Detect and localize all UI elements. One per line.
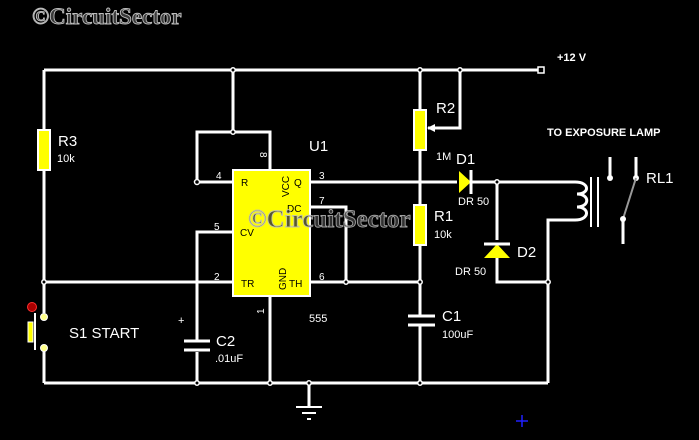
watermark-top: ©CircuitSector	[32, 4, 182, 29]
d1-value: DR 50	[458, 196, 489, 208]
pin-q-name: Q	[294, 178, 302, 189]
s1-label: S1 START	[69, 325, 139, 342]
resistor-r3[interactable]: R3 10k	[37, 129, 77, 171]
pin-vcc-name: VCC	[281, 176, 292, 197]
relay-rl1[interactable]: RL1	[574, 157, 674, 244]
r2-value: 1M	[436, 151, 451, 163]
potentiometer-r2[interactable]: R2 1M	[413, 100, 455, 163]
r3-ref: R3	[58, 133, 77, 150]
d1-ref: D1	[456, 151, 475, 168]
pin-7-number: 7	[319, 196, 325, 207]
r1-value: 10k	[434, 229, 452, 241]
switch-s1[interactable]: S1 START	[27, 302, 140, 352]
c2-polarity: +	[178, 315, 184, 327]
pin-6-number: 6	[319, 272, 325, 283]
c1-ref: C1	[442, 308, 461, 325]
ic-ref: U1	[309, 138, 328, 155]
crosshair-cursor-icon	[516, 415, 528, 427]
d2-ref: D2	[517, 244, 536, 261]
capacitor-c1[interactable]: C1 100uF	[408, 308, 473, 341]
ic-u1[interactable]: U1 555 4 8 3 7 5 2 6 1 R VCC Q DC CV TR …	[214, 138, 328, 325]
capacitor-c2[interactable]: + C2 .01uF	[178, 315, 243, 365]
c2-ref: C2	[216, 333, 235, 350]
pin-5-number: 5	[214, 222, 220, 233]
pin-3-number: 3	[319, 171, 325, 182]
pin-cv-name: CV	[240, 228, 254, 239]
wires	[42, 68, 575, 407]
r1-ref: R1	[434, 208, 453, 225]
pin-th-name: TH	[289, 279, 302, 290]
pin-2-number: 2	[214, 272, 220, 283]
pin-gnd-name: GND	[278, 268, 289, 290]
diode-d2[interactable]: D2 DR 50	[455, 242, 536, 278]
pin-tr-name: TR	[241, 279, 254, 290]
pin-1-number: 1	[256, 308, 267, 314]
resistor-r1[interactable]: R1 10k	[413, 204, 453, 246]
pin-r-name: R	[241, 178, 248, 189]
supply-label: +12 V	[557, 52, 587, 64]
pin-4-number: 4	[216, 171, 222, 182]
c2-value: .01uF	[215, 353, 243, 365]
pin-dc-name: DC	[287, 204, 301, 215]
rl1-ref: RL1	[646, 170, 674, 187]
watermark-center: ©CircuitSector	[248, 206, 411, 233]
ic-part: 555	[309, 313, 327, 325]
ground-icon	[296, 406, 322, 420]
c1-value: 100uF	[442, 329, 473, 341]
junction-nodes	[41, 66, 551, 386]
pin-8-number: 8	[257, 152, 268, 158]
exposure-lamp-label: TO EXPOSURE LAMP	[547, 127, 660, 139]
r2-ref: R2	[436, 100, 455, 117]
diode-d1[interactable]: D1 DR 50	[456, 151, 489, 208]
r3-value: 10k	[57, 153, 75, 165]
d2-value: DR 50	[455, 266, 486, 278]
